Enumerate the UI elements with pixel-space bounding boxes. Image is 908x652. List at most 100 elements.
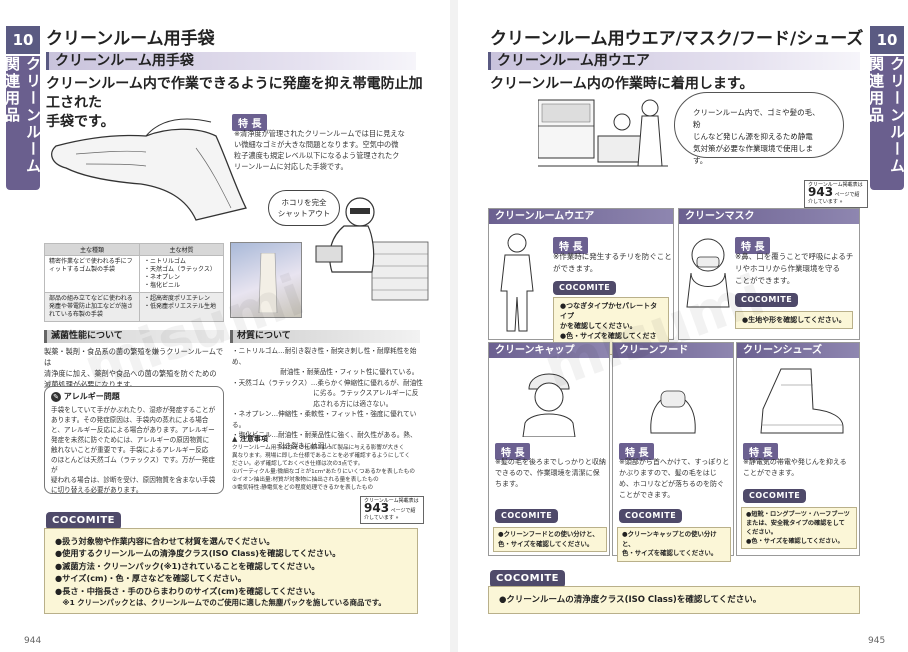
cleanroom-scene-illustration	[538, 99, 668, 167]
allergy-line: 発症を未然に防ぐためには、アレルギーの原因物質に	[51, 436, 210, 444]
card-text: ※作業時に発生するチリを防ぐこと ができます。	[553, 251, 673, 275]
feature-label: 特 長	[743, 441, 779, 460]
page-title: クリーンルーム用ウエア/マスク/フード/シューズ	[490, 29, 864, 49]
material-item: ・低発塵ポリエステル生地	[144, 303, 217, 310]
material-item: ・ニトリルゴム	[144, 258, 186, 265]
feature-pill: 特 長	[553, 237, 589, 254]
material-line: 引き裂きには弱い。	[232, 441, 338, 450]
allergy-text: 手袋をしていて手がかぶれたり、湿疹が発症することが あります。その発症原因は、手…	[51, 405, 217, 495]
table-cell: 部品の組み立てなどに使われる発塵や帯電防止加工などが施されている布製の手袋	[44, 292, 140, 322]
cocomite-logo: COCOMITE	[46, 512, 122, 530]
catalog-reference[interactable]: クリーンルーム掲載表は 943 ページで紹介しています »	[804, 180, 868, 208]
photo-glove-shape	[258, 253, 278, 313]
card-line: かぶりますので、髪の毛をはじ	[619, 469, 717, 477]
material-line: に劣る。ラテックスアレルギーに反	[232, 389, 419, 397]
card-line: リやホコリから作業環境を守る	[735, 264, 840, 273]
caution-line: ①パーティクル量:微細なゴミが1cm²あたりにいくつあるかを表したもの	[232, 469, 415, 475]
allergy-title-text: アレルギー問題	[63, 392, 120, 401]
allergy-box: ✎ アレルギー問題 手袋をしていて手がかぶれたり、湿疹が発症することが あります…	[44, 386, 224, 494]
feature-text: ※清浄度が管理されたクリーンルームでは目に見えな い微細なゴミが大きな問題となり…	[234, 128, 424, 172]
page-number: 944	[24, 636, 42, 646]
shoes-illustration	[760, 368, 844, 434]
card-tips: ●短靴・ロングブーツ・ハーフブーツ または、安全靴タイプの確認をして ください。…	[741, 507, 857, 549]
tip-line: ●クリーンキャップとの使い分けと、	[622, 530, 717, 548]
checklist-item: ●長さ・中指長さ・手のひらまわりのサイズ(cm)を確認してください。	[55, 585, 320, 596]
chapter-label-tab: クリーンルーム関連用品	[3, 56, 42, 190]
checklist-note: ※1 クリーンパックとは、クリーンルームでのご使用に適した無塵パックを施している…	[55, 598, 386, 608]
card-line: ※鼻、口を覆うことで呼吸によるチ	[735, 252, 854, 261]
cocomite-logo: COCOMITE	[495, 509, 559, 523]
sterile-line: 清浄度に加え、薬剤や食品への菌の繁殖を防ぐための	[44, 369, 217, 378]
feature-line: い微細なゴミが大きな問題となります。空気中の微	[234, 140, 399, 149]
catalog-page-number: 943	[364, 501, 390, 515]
catalog-suffix: ページで紹介しています	[364, 508, 416, 521]
catalog-page-number: 943	[808, 185, 834, 199]
lead-line: 手袋です。	[46, 114, 115, 130]
cocomite-logo: COCOMITE	[619, 509, 683, 523]
tip-line: ●色・サイズを確認してください。	[746, 538, 844, 545]
page-title: クリーンルーム用手袋	[46, 29, 215, 49]
cocomite-checklist: ●扱う対象物や作業内容に合わせて材質を選んでください。 ●使用するクリーンルーム…	[44, 528, 418, 614]
checklist-item: ●クリーンルームの清浄度クラス(ISO Class)を確認してください。	[499, 595, 762, 605]
tip-line: 色・サイズを確認してください。	[498, 539, 594, 548]
card-title: クリーンキャップ	[489, 343, 609, 358]
feature-pill: 特 長	[619, 443, 655, 460]
material-line: ・ニトリルゴム…耐引き裂き性・耐突き刺し性・耐摩耗性を始め、	[232, 347, 417, 366]
speech-line: クリーンルーム内で、ゴミや髪の毛、粉	[693, 108, 820, 129]
feature-label: 特 長	[232, 112, 268, 131]
card-line: ちます。	[495, 480, 523, 488]
speech-line: 気対策が必要な作業環境で使用します。	[693, 144, 813, 165]
page-gutter	[450, 0, 458, 652]
feature-label: 特 長	[619, 441, 655, 460]
allergy-line: と、アレルギー反応による場合があります。アレルギー	[51, 426, 215, 434]
feature-label: 特 長	[735, 235, 771, 254]
scene-speech-bubble: クリーンルーム内で、ゴミや髪の毛、粉 じんなど発じん源を抑えるため静電 気対策が…	[674, 92, 844, 165]
caution-text: クリーンルーム用手袋はその仕様によって製品に与える影響が大きく 異なります。現場…	[232, 444, 427, 492]
caution-line: ③電気特性:静電気をどの程度処理できるかを表したもの	[232, 485, 374, 491]
card-clean-shoes: クリーンシューズ 特 長 ※静電気の帯電や発じんを抑える ことができます。 CO…	[736, 342, 860, 556]
material-line: ・天然ゴム（ラテックス）…柔らかく伸縮性に優れるが、耐油性	[232, 378, 423, 387]
catalog-caption: クリーンルーム掲載表は	[808, 182, 863, 188]
checklist-item: ●サイズ(cm)・色・厚さなどを確認してください。	[55, 573, 247, 584]
card-line: ※髪の毛を後ろまでしっかりと収納	[495, 458, 606, 466]
card-title: クリーンフード	[613, 343, 733, 358]
card-title: クリーンルームウエア	[489, 209, 673, 224]
tip-line: ●クリーンフードとの使い分けと、	[498, 530, 599, 538]
allergy-line: 触れないことが重要です。手袋によるアレルギー反応	[51, 446, 209, 454]
lead-line: クリーンルーム内で作業できるように発塵を抑え帯電防止加工された	[46, 76, 423, 111]
sterile-line: 滅菌処理が必要になります。	[44, 380, 137, 389]
material-line: ・ネオプレン…伸縮性・柔軟性・フィット性・強度に優れている。	[232, 410, 417, 429]
page-number: 945	[868, 636, 886, 646]
tip-line: ●つなぎタイプかセパレートタイプ	[560, 302, 658, 320]
cocomite-logo: COCOMITE	[490, 570, 566, 588]
speech-line: ホコリを完全	[281, 198, 327, 207]
materials-table: 主な種類 主な材質 精密作業などで使われる手にフィットするゴム製の手袋 ・ニトリ…	[44, 243, 224, 322]
cocomite-logo: COCOMITE	[553, 281, 617, 295]
caution-title: ▲ 注意事項	[232, 434, 268, 444]
glove-illustration	[51, 118, 247, 221]
glove-photo	[230, 242, 302, 318]
feature-pill: 特 長	[495, 443, 531, 460]
info-icon: ✎	[51, 392, 61, 402]
right-page: 10 クリーンルーム関連用品 クリーンルーム用ウエア/マスク/フード/シューズ …	[458, 0, 908, 652]
feature-pill: 特 長	[743, 443, 779, 460]
card-tips: ●生地や形を確認してください。	[735, 311, 853, 329]
table-cell: 精密作業などで使われる手にフィットするゴム製の手袋	[44, 255, 140, 293]
caution-title-text: 注意事項	[239, 435, 268, 443]
checklist-item: ●滅菌方法・クリーンパック(※1)されていることを確認してください。	[55, 560, 320, 571]
cocomite-logo: COCOMITE	[743, 489, 807, 503]
cocomite-bottom-tip: ●クリーンルームの清浄度クラス(ISO Class)を確認してください。	[488, 586, 860, 614]
allergy-line: あります。その発症原因は、手袋内の蒸れによる場合	[51, 416, 209, 424]
allergy-line: のほとんどは天然ゴム（ラテックス）です。万が一発症が	[51, 456, 215, 474]
cleanroom-worker-illustration	[315, 197, 429, 301]
allergy-line: に切り替える必要があります。	[51, 486, 143, 494]
speech-line: シャットアウト	[277, 209, 331, 218]
checklist-item: ●扱う対象物や作業内容に合わせて材質を選んでください。	[55, 536, 275, 546]
feature-pill: 特 長	[735, 237, 771, 254]
card-text: ※鼻、口を覆うことで呼吸によるチ リやホコリから作業環境を守る ことができます。	[735, 251, 859, 287]
catalog-reference[interactable]: クリーンルーム掲載表は 943 ページで紹介しています »	[360, 496, 424, 524]
feature-line: 粒子濃度も規定レベル以下になるよう管理されたク	[234, 151, 400, 160]
sterile-line: 製薬・製剤・食品系の菌の繁殖を嫌うクリーンルームでは	[44, 347, 224, 367]
material-item: ・ネオプレン	[144, 274, 181, 281]
mask-illustration	[686, 238, 730, 308]
